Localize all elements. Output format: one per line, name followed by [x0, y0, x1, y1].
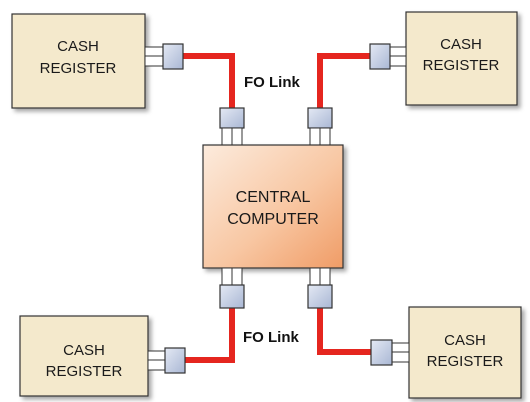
cash-register-top-right: CASH REGISTER [369, 11, 518, 106]
cash-register-bottom-left: CASH REGISTER [19, 315, 186, 397]
connector-icon [307, 107, 333, 146]
connector-icon [370, 339, 410, 366]
connector-icon [219, 107, 245, 146]
fo-link-label-bottom: FO Link [243, 329, 299, 346]
fiber-link-top-left [183, 53, 235, 108]
register-label-line2: REGISTER [46, 363, 123, 380]
connector-icon [369, 43, 407, 70]
connector-icon [147, 347, 186, 374]
cash-register-top-left: CASH REGISTER [11, 13, 184, 109]
fo-link-label-top: FO Link [244, 74, 300, 91]
register-label-line2: REGISTER [40, 60, 117, 77]
fiber-links [183, 53, 371, 363]
fiber-link-bottom-left [185, 308, 235, 363]
register-label-line2: REGISTER [423, 57, 500, 74]
register-label-line2: REGISTER [427, 353, 504, 370]
connector-icon [144, 43, 184, 70]
central-label-line1: CENTRAL [236, 189, 311, 206]
register-label-line1: CASH [444, 332, 486, 349]
central-computer: CENTRAL COMPUTER [202, 107, 344, 309]
register-label-line1: CASH [63, 342, 105, 359]
cash-register-bottom-right: CASH REGISTER [370, 306, 522, 399]
register-label-line1: CASH [440, 36, 482, 53]
register-label-line1: CASH [57, 38, 99, 55]
fiber-link-bottom-right [317, 308, 371, 355]
connector-icon [219, 267, 245, 309]
fiber-link-top-right [317, 53, 370, 108]
central-label-line2: COMPUTER [227, 211, 319, 228]
connector-icon [307, 267, 333, 309]
